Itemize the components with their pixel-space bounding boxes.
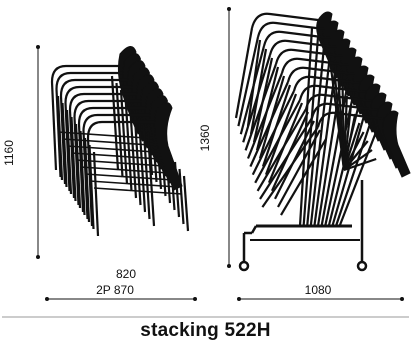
- right-chair-frame: [261, 110, 411, 227]
- trolley-wheel-left: [238, 260, 250, 272]
- left-chair-frames: [50, 46, 190, 237]
- trolley-wheel-right: [356, 260, 368, 272]
- left-height-label: 1160: [2, 140, 16, 166]
- stacking-trolley: [238, 180, 368, 272]
- left-chair-frame: [86, 102, 190, 237]
- left-depth-label: 820: [116, 267, 136, 281]
- left-depth-dimension: 820 2P 870: [45, 267, 197, 301]
- left-height-dimension: 1160: [2, 45, 40, 259]
- right-height-dimension: 1360: [198, 7, 231, 268]
- diagram-caption: stacking 522H: [140, 320, 271, 341]
- left-chair-stack: [50, 46, 190, 237]
- right-height-label: 1360: [198, 124, 212, 151]
- left-depth-2p-label: 2P 870: [96, 283, 134, 297]
- right-depth-dimension: 1080: [237, 283, 404, 301]
- right-depth-label: 1080: [305, 283, 332, 297]
- right-chair-stack: [234, 11, 411, 272]
- right-chair-frames: [234, 11, 411, 227]
